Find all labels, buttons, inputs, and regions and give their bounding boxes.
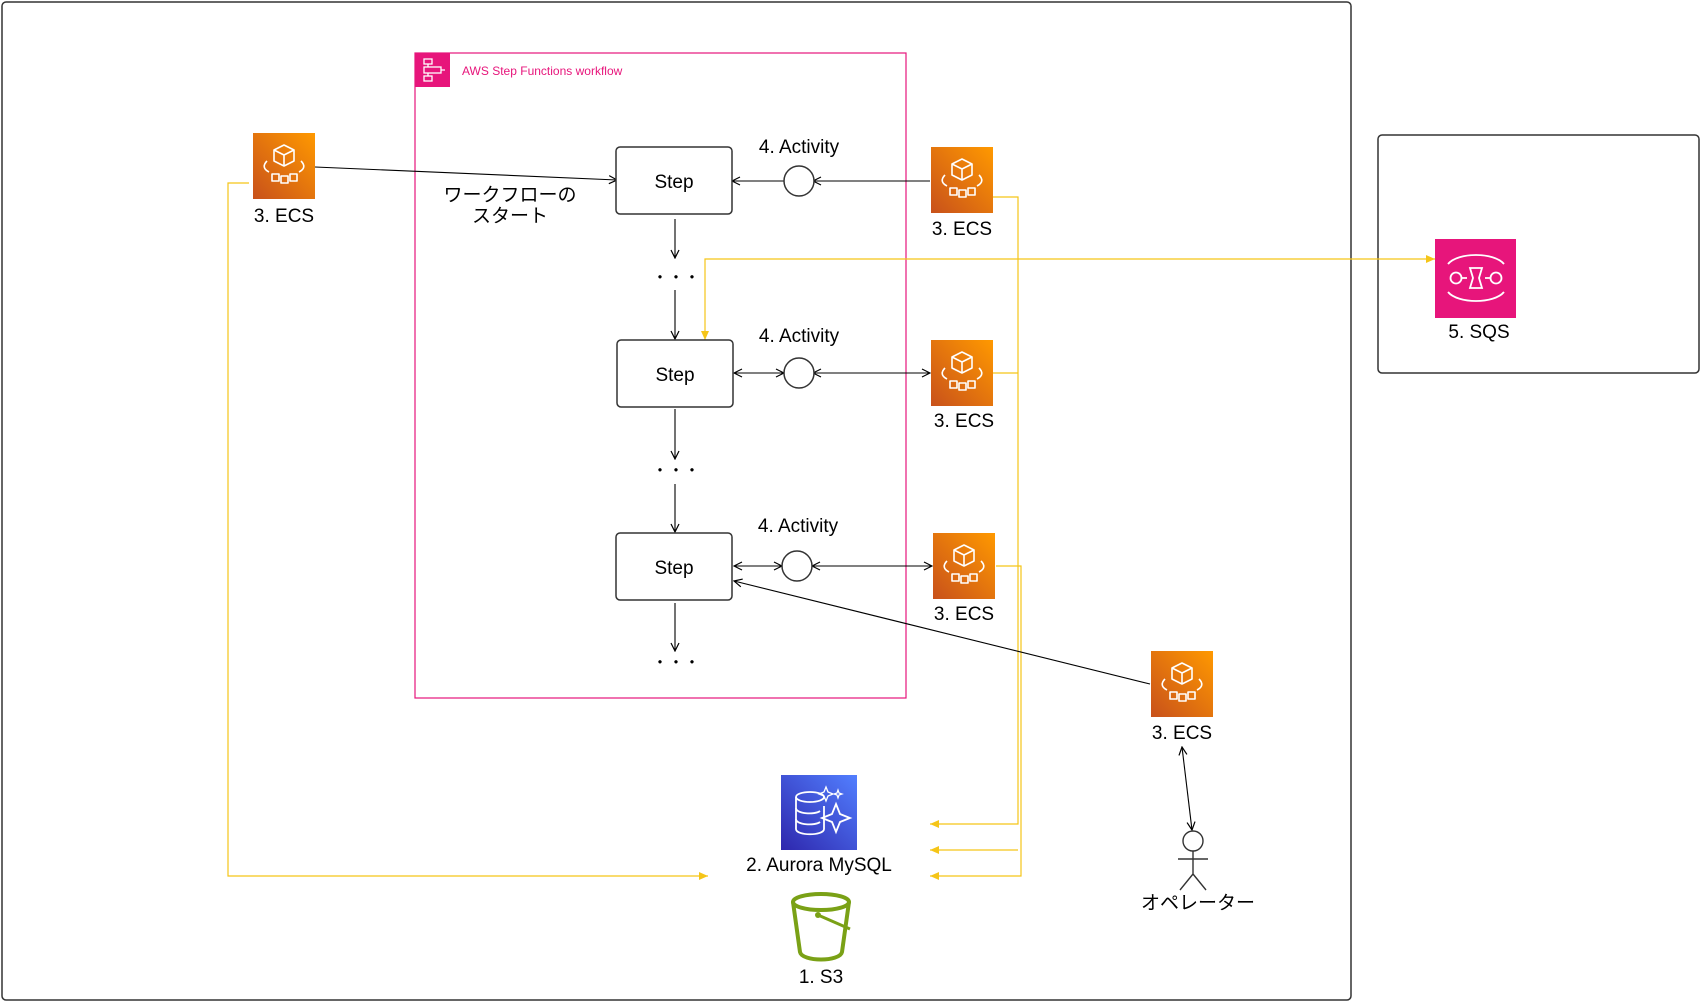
start-label-line1: ワークフローの	[443, 184, 576, 206]
activity-1-node[interactable]	[783, 165, 815, 197]
sqs-icon	[1435, 239, 1516, 318]
operator-actor[interactable]: オペレーター	[1141, 830, 1255, 914]
activity-2-node[interactable]	[783, 357, 815, 389]
start-label-line2: スタート	[472, 205, 548, 227]
activity-3-node[interactable]	[781, 550, 813, 582]
s3-bucket-icon	[791, 892, 851, 962]
activity-2-label: 4. Activity	[759, 326, 840, 347]
sqs-label: 5. SQS	[1448, 322, 1509, 343]
ecs-icon	[930, 339, 994, 407]
step-3[interactable]: Step	[615, 532, 733, 601]
s3-bucket[interactable]: 1. S3	[791, 892, 851, 988]
ecs-starter-label: 3. ECS	[254, 206, 314, 227]
ecs-worker-3[interactable]: 3. ECS	[932, 532, 996, 625]
sqs-frame	[1377, 134, 1700, 374]
operator-label: オペレーター	[1141, 892, 1255, 914]
ecs-icon	[252, 132, 316, 200]
ecs-operator-app-label: 3. ECS	[1152, 723, 1212, 744]
person-icon	[1178, 830, 1208, 891]
s3-label: 1. S3	[799, 967, 843, 988]
black-connections	[314, 166, 1192, 830]
ecs-operator-app[interactable]: 3. ECS	[1150, 650, 1214, 744]
ecs-worker-3-label: 3. ECS	[934, 604, 994, 625]
ecs-icon	[930, 146, 994, 214]
workflow-title: AWS Step Functions workflow	[462, 64, 623, 78]
step-1[interactable]: Step	[615, 146, 733, 215]
continuation-dots-2: ・・・	[652, 463, 700, 480]
step-2[interactable]: Step	[616, 339, 734, 408]
step-3-label: Step	[654, 558, 693, 579]
ecs-worker-1[interactable]: 3. ECS	[930, 146, 994, 240]
activity-1-label: 4. Activity	[759, 137, 840, 158]
continuation-dots-1: ・・・	[652, 270, 700, 287]
yellow-connections	[227, 182, 1435, 880]
sqs-service[interactable]: 5. SQS	[1435, 239, 1516, 343]
step-functions-icon	[415, 53, 450, 87]
aurora-mysql[interactable]: 2. Aurora MySQL	[746, 775, 892, 876]
ecs-worker-2[interactable]: 3. ECS	[930, 339, 994, 432]
ecs-starter[interactable]: 3. ECS	[252, 132, 316, 227]
ecs-icon	[932, 532, 996, 600]
step-2-label: Step	[655, 365, 694, 386]
continuation-dots-3: ・・・	[652, 655, 700, 672]
aurora-label: 2. Aurora MySQL	[746, 855, 892, 876]
main-frame	[1, 1, 1352, 1001]
ecs-worker-1-label: 3. ECS	[932, 219, 992, 240]
ecs-icon	[1150, 650, 1214, 718]
activity-3-label: 4. Activity	[758, 516, 839, 537]
ecs-worker-2-label: 3. ECS	[934, 411, 994, 432]
step-1-label: Step	[654, 172, 693, 193]
